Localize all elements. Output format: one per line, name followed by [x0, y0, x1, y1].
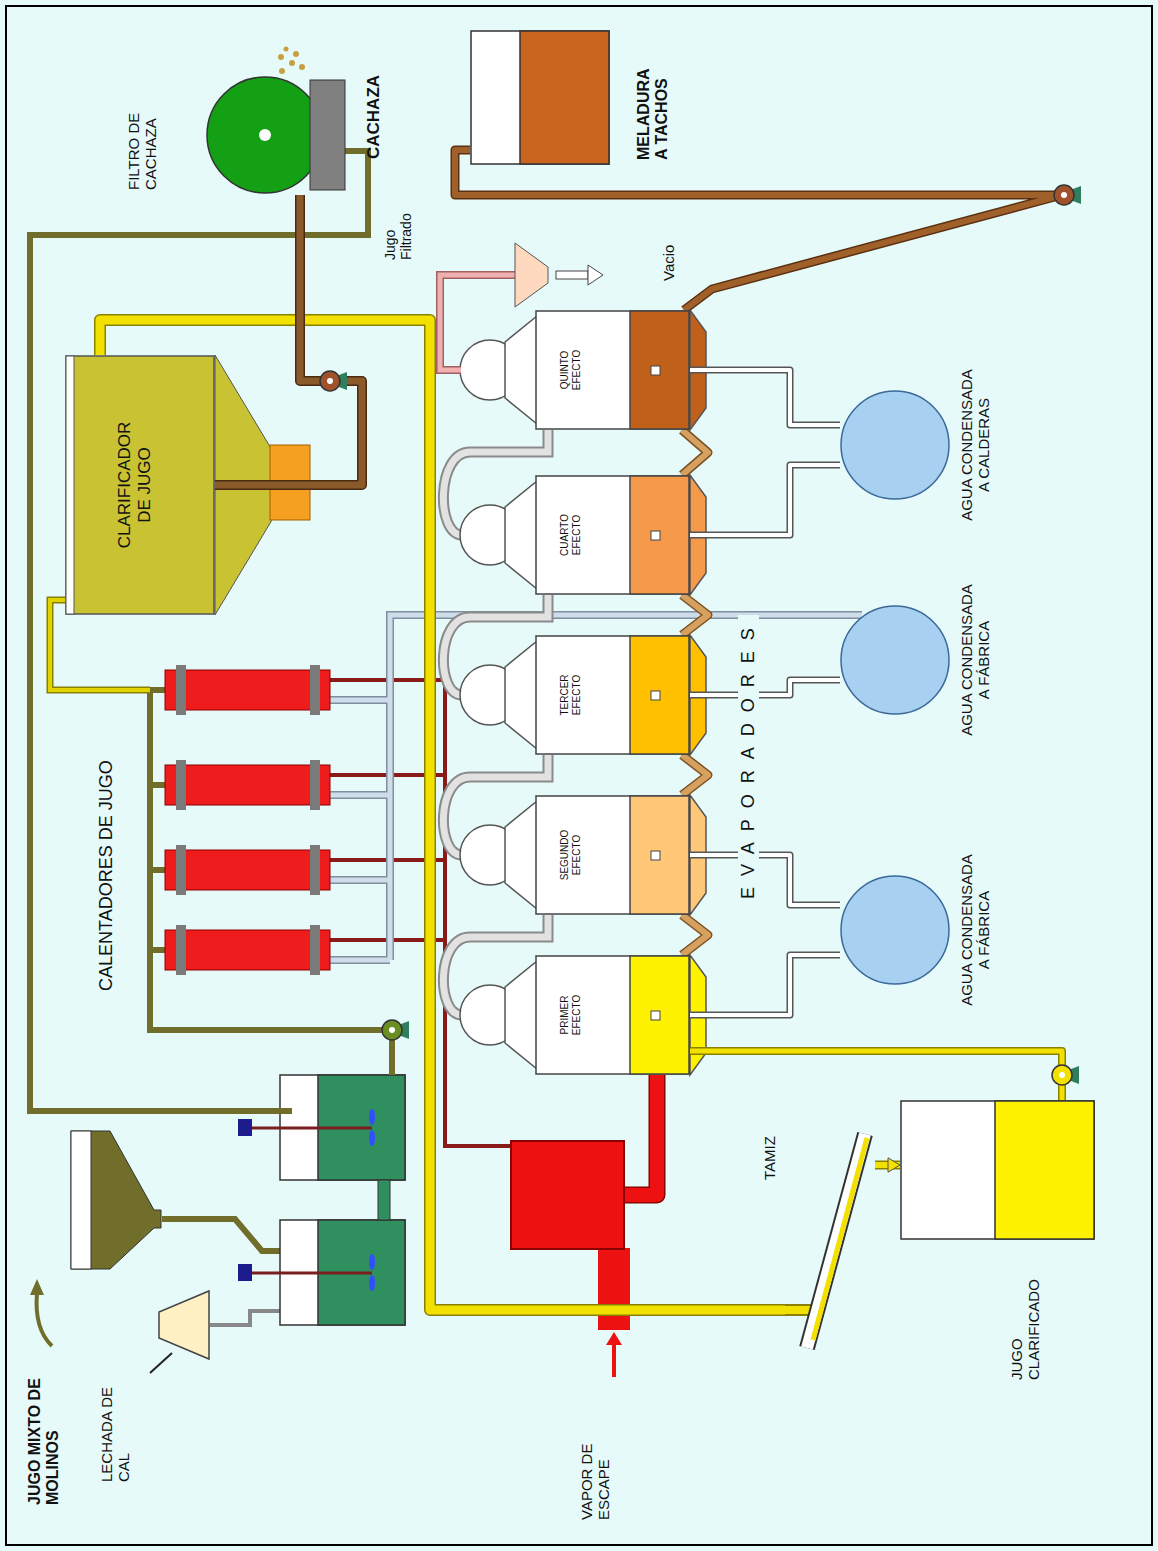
frame: [6, 6, 1152, 1545]
node-label: TERCER EFECTO: [559, 660, 582, 730]
lime-funnel-shape: [158, 1290, 210, 1360]
node-label: JUGO MIXTO DE MOLINOS: [26, 1377, 63, 1505]
evaporator-body: SEGUNDO EFECTO: [535, 795, 690, 915]
pump-symbol: [382, 1020, 409, 1040]
condensate-tank-shape: [840, 605, 950, 715]
node-label: CUARTO EFECTO: [559, 500, 582, 570]
node-label: LECHADA DE CAL: [98, 1370, 133, 1482]
cachaza-particles: [278, 47, 305, 75]
pipe-connector: [682, 915, 708, 955]
node-label: CLARIFICADOR DE JUGO: [115, 410, 154, 560]
syrup-tank: MELADURA A TACHOS: [470, 30, 610, 165]
condensate-tank: AGUA CONDENSADA A CALDERAS: [840, 390, 950, 500]
syrup-tank-shape: [470, 30, 610, 165]
pipe-connector: [690, 680, 840, 695]
node-label: PRIMER EFECTO: [559, 980, 582, 1050]
filtered-juice-pipe: [30, 151, 368, 1111]
node-label: QUINTO EFECTO: [559, 335, 582, 405]
group-label: EVAPORADORES: [738, 615, 759, 901]
node-label: VAPOR DE ESCAPE: [578, 1390, 613, 1520]
clarified-juice-tank-shape: [900, 1100, 1095, 1240]
pipe-label: Jugo Filtrado: [382, 194, 414, 260]
juice-heaters: [165, 665, 330, 975]
group-label: CALENTADORES DE JUGO: [96, 760, 117, 991]
node-label: FILTRO DE CACHAZA: [125, 70, 160, 190]
pipe-connector: [690, 1051, 1062, 1100]
pipe-connector: [682, 430, 708, 475]
lime-funnel: LECHADA DE CAL: [158, 1290, 210, 1360]
screen: TAMIZ: [785, 1125, 875, 1360]
evaporator-body: CUARTO EFECTO: [535, 475, 690, 595]
node-label: TAMIZ: [761, 1120, 778, 1180]
hopper-tank: JUGO MIXTO DE MOLINOS: [70, 1130, 162, 1270]
pipe-connector: [682, 755, 708, 795]
node-label: AGUA CONDENSADA A FÁBRICA: [958, 580, 993, 740]
rotary-filter-shape: [205, 75, 345, 195]
leader-line: [150, 1353, 172, 1373]
evaporator-body: TERCER EFECTO: [535, 635, 690, 755]
product-label: CACHAZA: [364, 75, 384, 159]
heater-piping: [50, 600, 862, 1146]
condensate-tank: AGUA CONDENSADA A FÁBRICA: [840, 875, 950, 985]
pipe-connector: [625, 1075, 657, 1195]
pipe-connector: [682, 595, 708, 635]
pipe-connector: [690, 955, 840, 1015]
feed-arrow: [30, 1279, 52, 1346]
node-label: AGUA CONDENSADA A CALDERAS: [958, 365, 993, 525]
node-label: JUGO CLARIFICADO: [1008, 1266, 1043, 1380]
pipe-connector: [690, 370, 840, 425]
evaporator-domes: [443, 310, 706, 1075]
screen-shape: [785, 1125, 875, 1360]
evaporator-body: QUINTO EFECTO: [535, 310, 690, 430]
evaporator-body-shape: [535, 475, 690, 595]
node-label: MELADURA A TACHOS: [635, 60, 672, 160]
node-label: AGUA CONDENSADA A FÁBRICA: [958, 850, 993, 1010]
pipe-connector: [690, 855, 840, 905]
rotary-filter: FILTRO DE CACHAZA: [205, 75, 345, 195]
pump-symbol: [1052, 1065, 1079, 1085]
screen-stub: [785, 1306, 812, 1314]
pipe-connector: [690, 465, 840, 535]
condensate-tank-shape: [840, 390, 950, 500]
evaporator-body-shape: [535, 955, 690, 1075]
pipe-connector: [875, 1158, 900, 1172]
hopper-tank-shape: [70, 1130, 162, 1270]
clarifier-tank: CLARIFICADOR DE JUGO: [65, 355, 215, 615]
pump-symbol: [1054, 185, 1081, 205]
evaporator-body-shape: [535, 795, 690, 915]
clarified-juice-tank: JUGO CLARIFICADO: [900, 1100, 1095, 1240]
pipe-connector: [215, 195, 362, 485]
condensate-tank-shape: [840, 875, 950, 985]
steam-header: VAPOR DE ESCAPE: [510, 1140, 625, 1250]
pump-symbol: [320, 371, 347, 391]
pipe-label: Vacio: [660, 245, 677, 281]
pipe-connector: [455, 150, 1062, 310]
condensate-tank: AGUA CONDENSADA A FÁBRICA: [840, 605, 950, 715]
evaporator-body-shape: [535, 310, 690, 430]
evaporator-body-shape: [535, 635, 690, 755]
node-label: SEGUNDO EFECTO: [559, 820, 582, 890]
steam-header-shape: [510, 1140, 625, 1250]
evaporator-body: PRIMER EFECTO: [535, 955, 690, 1075]
